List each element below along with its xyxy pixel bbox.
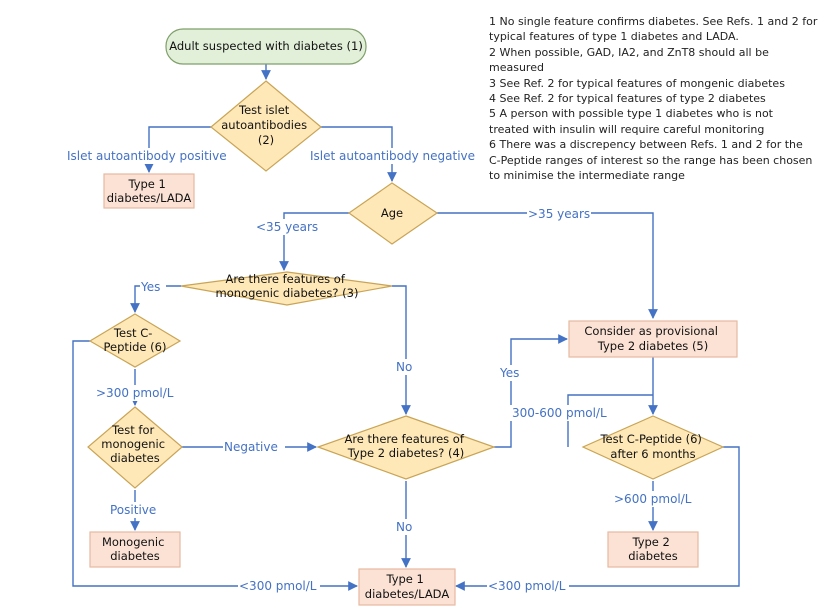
footnote-line: 6 There was a discrepency between Refs. …	[489, 138, 803, 152]
age-label: Age	[381, 206, 403, 220]
footnote-line: 4 See Ref. 2 for typical features of typ…	[489, 92, 766, 106]
test-islet-label: Test islet autoantibodies (2)	[221, 103, 310, 147]
type2-diabetes-outcome	[607, 531, 699, 568]
type1-lada-bottom-outcome	[358, 568, 456, 606]
footnote-line: 5 A person with possible type 1 diabetes…	[489, 107, 773, 121]
test-monogenic-decision	[87, 406, 183, 489]
label-cpep6m-range: 300-600 pmol/L	[512, 406, 607, 420]
provisional-type2-outcome	[568, 320, 738, 358]
monogenic-diabetes-label: Monogenic diabetes	[102, 535, 168, 563]
test-cpeptide-6m-decision	[581, 415, 725, 480]
footnote-line: measured	[489, 61, 544, 75]
test-cpeptide-label: Test C- Peptide (6)	[104, 326, 167, 354]
footnote-line: to minimise the intermediate range	[489, 169, 685, 183]
footnote-line: typical features of type 1 diabetes and …	[489, 30, 739, 44]
footnote-line: 1 No single feature confirms diabetes. S…	[489, 15, 818, 28]
test-monogenic-label: Test for monogenic diabetes	[101, 423, 168, 465]
footnote-line: 3 See Ref. 2 for typical features of mon…	[489, 76, 785, 90]
label-islet-negative: Islet autoantibody negative	[310, 149, 475, 163]
footnote-line: 2 When possible, GAD, IA2, and ZnT8 shou…	[489, 45, 769, 59]
edge-cpep6m-under300	[455, 446, 740, 591]
test-islet-decision	[210, 80, 322, 172]
type2-features-label: Are there features of Type 2 diabetes? (…	[344, 432, 467, 460]
start-node	[165, 28, 367, 65]
nodes: Adult suspected with diabetes (1) Test i…	[87, 28, 738, 606]
label-cpep-over300: >300 pmol/L	[96, 386, 174, 400]
provisional-type2-label: Consider as provisional Type 2 diabetes …	[584, 324, 721, 353]
type1-lada-bottom-label: Type 1 diabetes/LADA	[365, 572, 450, 601]
edge-age-over35	[437, 212, 658, 319]
type2-diabetes-label: Type 2 diabetes	[628, 535, 678, 563]
label-cpep-under300: <300 pmol/L	[239, 579, 317, 593]
label-age-under35: <35 years	[256, 220, 318, 234]
age-decision	[347, 182, 439, 245]
label-type2-no: No	[396, 520, 412, 534]
edge-cpep6m-range-loop	[567, 394, 653, 447]
type1-lada-top-label: Type 1 diabetes/LADA	[107, 177, 192, 205]
label-type2-yes: Yes	[499, 366, 519, 380]
footnote-line: treated with insulin will require carefu…	[489, 122, 765, 136]
label-test-mono-negative: Negative	[224, 440, 278, 454]
label-mono-yes: Yes	[140, 280, 160, 294]
monogenic-features-decision	[180, 271, 393, 306]
edge-labels: Islet autoantibody positive Islet autoan…	[65, 148, 699, 594]
test-cpeptide-6m-label: Test C-Peptide (6) after 6 months	[599, 432, 705, 461]
monogenic-diabetes-outcome	[89, 531, 181, 568]
edge-cpep-under300	[72, 340, 358, 591]
footnote-line: C-Peptide ranges of interest so the rang…	[489, 153, 813, 167]
label-test-mono-positive: Positive	[110, 503, 156, 517]
type2-features-decision	[316, 415, 496, 480]
label-islet-positive: Islet autoantibody positive	[67, 149, 227, 163]
label-cpep6m-over600: >600 pmol/L	[614, 492, 692, 506]
label-age-over35: >35 years	[528, 207, 590, 221]
edge-mono-no	[392, 285, 411, 415]
test-cpeptide-decision	[88, 313, 182, 368]
label-cpep6m-under300: <300 pmol/L	[488, 579, 566, 593]
label-mono-no: No	[396, 360, 412, 374]
edge-age-under35	[279, 212, 349, 271]
footnotes: 1 No single feature confirms diabetes. S…	[489, 14, 835, 183]
type1-lada-top-outcome	[103, 173, 195, 209]
monogenic-features-label: Are there features of monogenic diabetes…	[216, 272, 359, 300]
edge-type2-yes	[494, 334, 568, 448]
start-node-label: Adult suspected with diabetes (1)	[169, 39, 363, 53]
